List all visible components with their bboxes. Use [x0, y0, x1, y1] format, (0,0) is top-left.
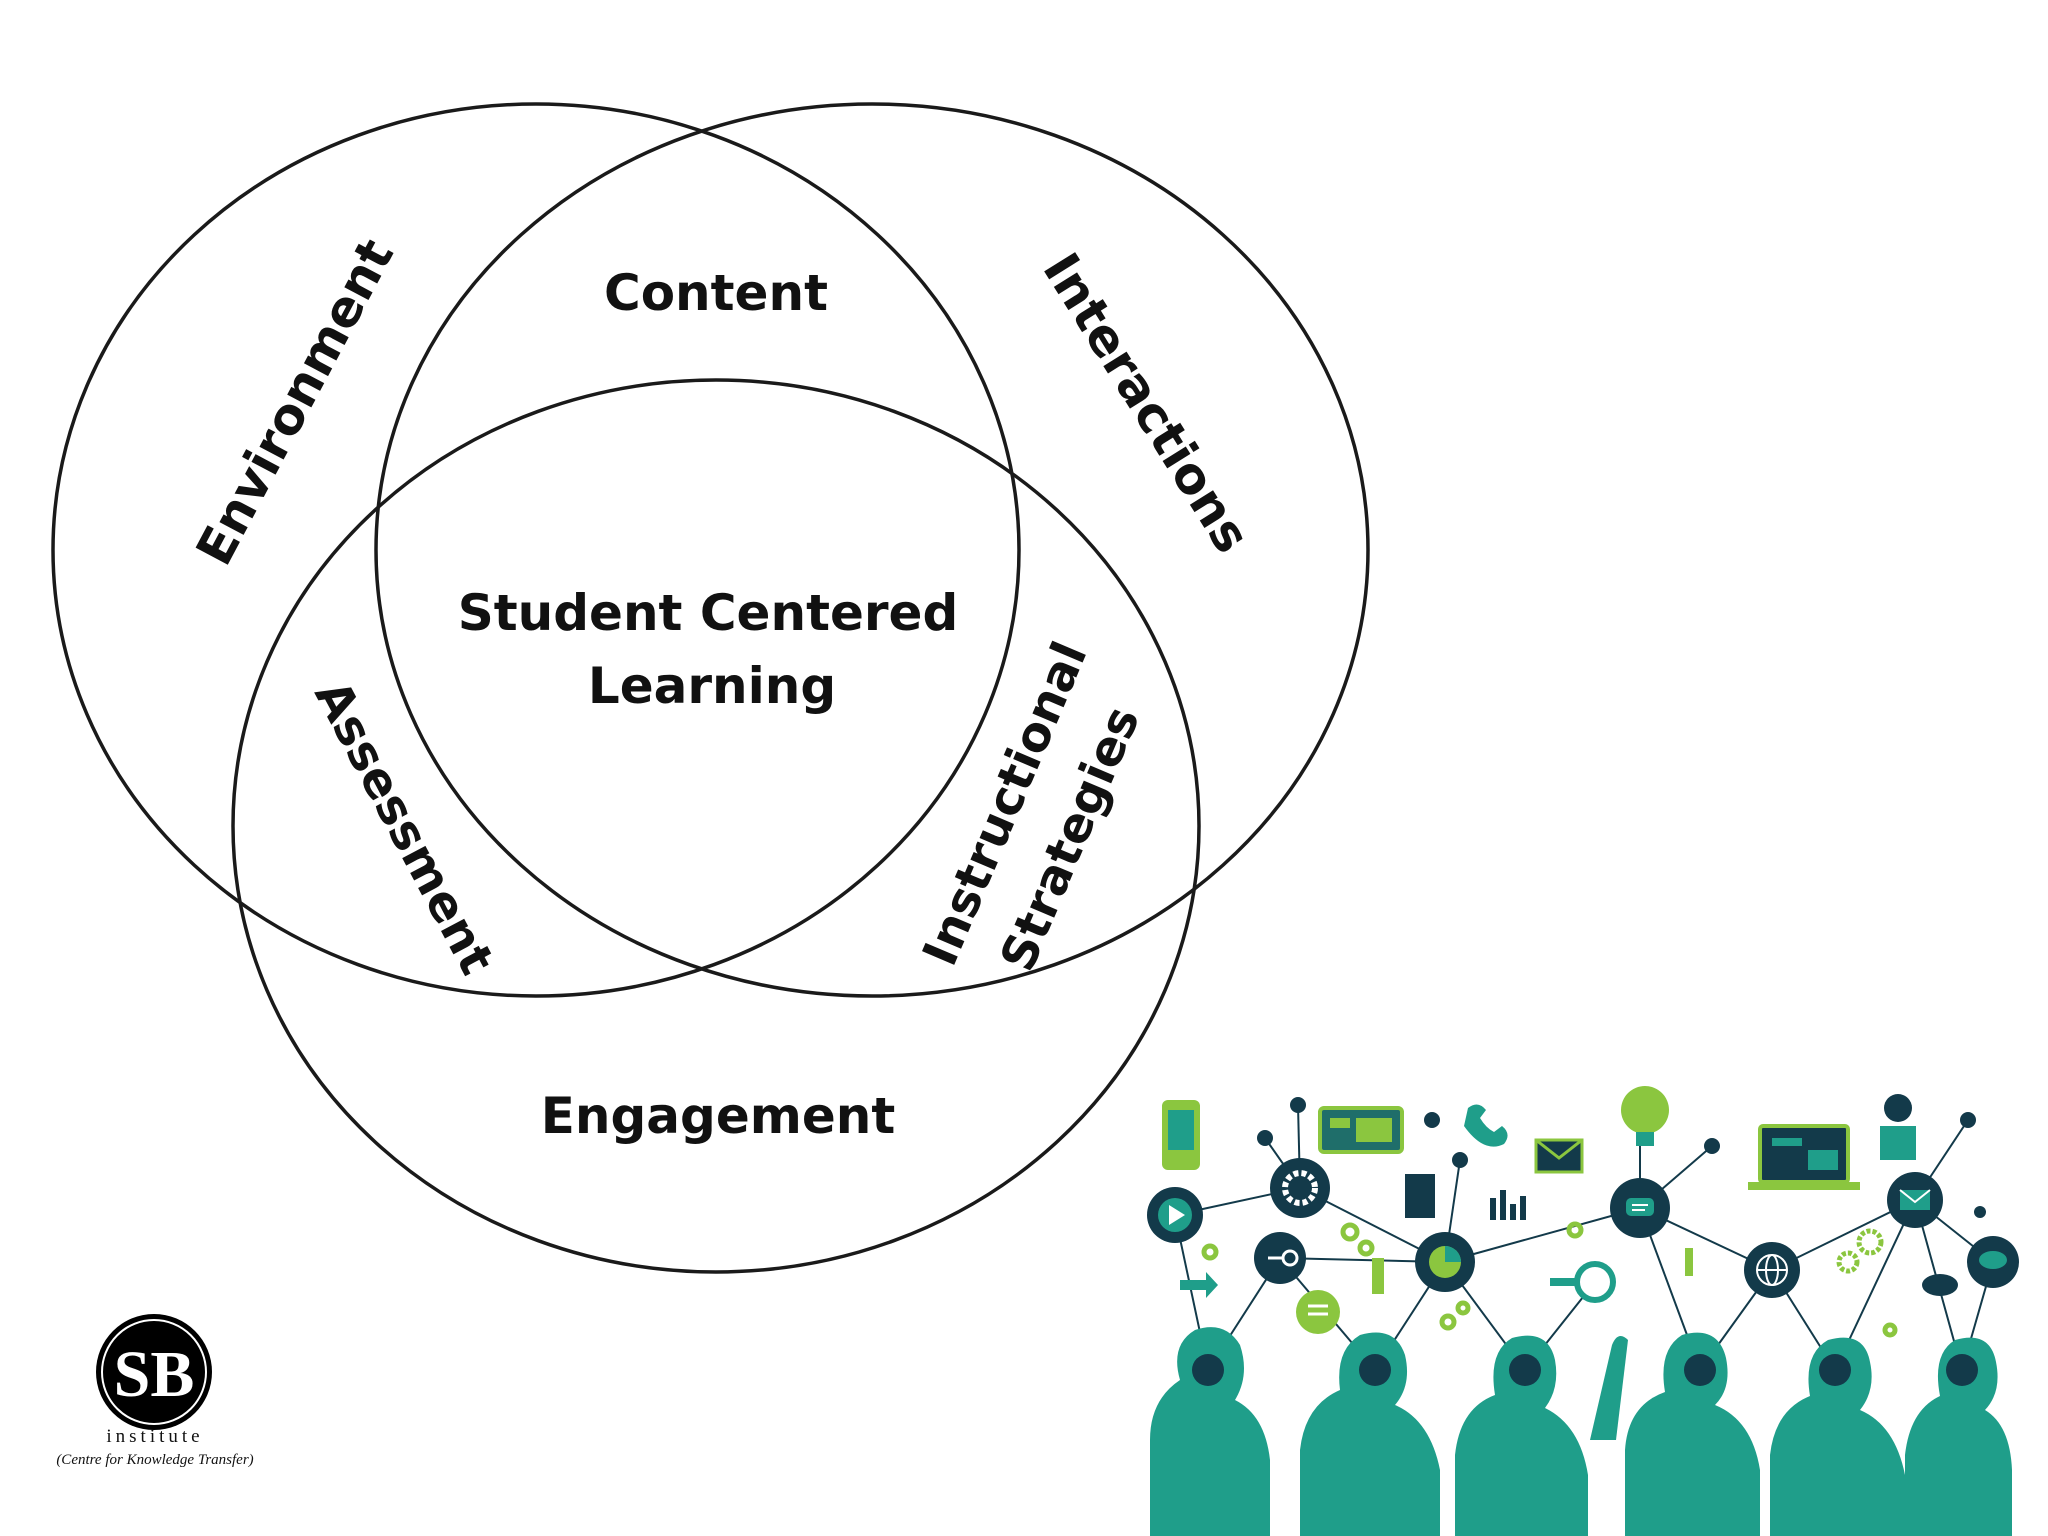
arrow-icon: [1180, 1272, 1218, 1298]
lightbulb-icon: [1621, 1086, 1669, 1134]
gear-icon: [1201, 1221, 1898, 1338]
person-silhouette: [1625, 1332, 1760, 1536]
sb-logo-mark: SB: [114, 1338, 195, 1411]
circle-engagement: [231, 378, 1201, 1274]
person-silhouette: [1905, 1337, 2012, 1536]
label-environment: Environment: [185, 230, 405, 575]
sb-logo-circle: [96, 1314, 212, 1430]
circle-interactions: [374, 102, 1370, 998]
label-content: Content: [604, 264, 828, 322]
logo-word: institute: [106, 1426, 204, 1447]
label-engagement: Engagement: [541, 1087, 896, 1145]
venn-diagram: [51, 102, 1370, 1274]
circle-environment: [51, 102, 1021, 998]
person-silhouette: [1150, 1327, 1270, 1536]
person-icon: [1884, 1094, 1912, 1122]
telephone-icon: [1464, 1104, 1508, 1147]
pencil-icon: [1685, 1248, 1693, 1276]
chart-icon: [1490, 1190, 1526, 1220]
person-silhouette: [1770, 1337, 1905, 1536]
label-center-line1: Student Centered: [458, 584, 959, 642]
search-node-icon: [1574, 1261, 1616, 1303]
document-icon: [1405, 1174, 1435, 1218]
label-assessment: Assessment: [303, 671, 504, 983]
network-illustration: [1147, 1086, 2019, 1536]
figure-icon: [1372, 1258, 1384, 1294]
raised-hand: [1590, 1336, 1628, 1440]
person-silhouette: [1455, 1335, 1588, 1536]
label-interactions: Interactions: [1032, 243, 1262, 563]
label-center-line2: Learning: [588, 657, 836, 715]
chat-icon: [1296, 1290, 1340, 1334]
logo-tagline: (Centre for Knowledge Transfer): [56, 1452, 254, 1468]
gear-icon: [1270, 1158, 1330, 1218]
cloud-icon: [1922, 1274, 1958, 1296]
sb-logo: SB: [96, 1314, 212, 1430]
person-silhouette: [1300, 1332, 1440, 1536]
